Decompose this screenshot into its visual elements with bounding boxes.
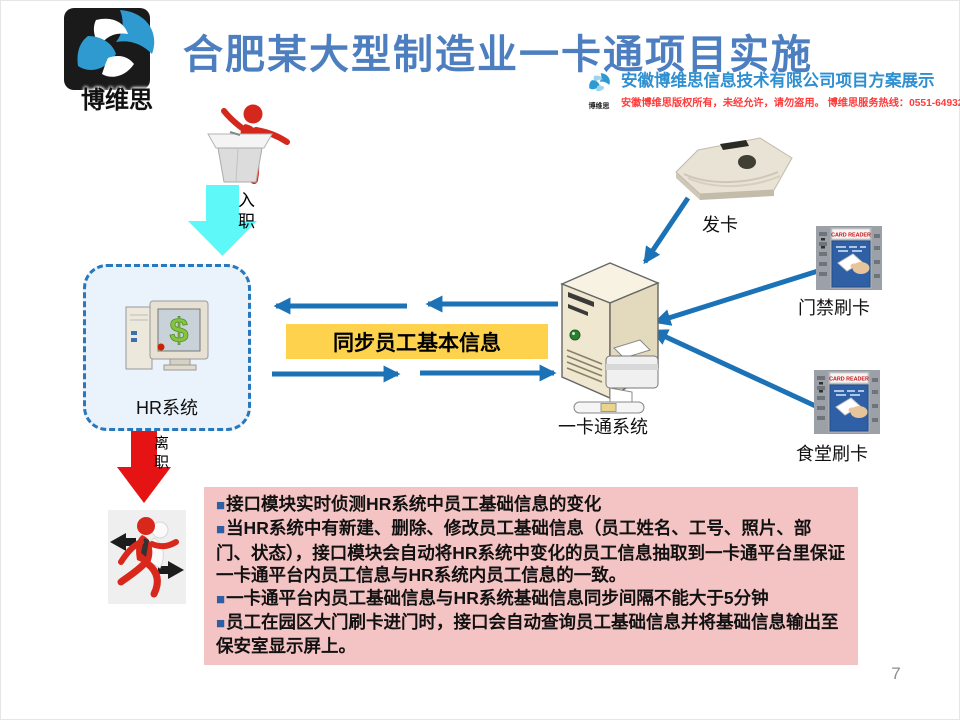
note-item: ■当HR系统中有新建、删除、修改员工基础信息（员工姓名、工号、照片、部门、状态）… <box>216 517 846 586</box>
leaving-employee-figure <box>108 510 186 609</box>
card-reader-icon: CARD READER <box>813 369 881 435</box>
card-issuer-device <box>670 136 796 209</box>
dollar-glyph: $ <box>170 312 189 350</box>
door-reader-arrow <box>653 268 819 326</box>
bullet-icon: ■ <box>216 615 226 633</box>
podium-speaker-icon <box>207 104 290 184</box>
note-text: 接口模块实时侦测HR系统中员工基础信息的变化 <box>226 494 602 514</box>
notes-box: ■接口模块实时侦测HR系统中员工基础信息的变化 ■当HR系统中有新建、删除、修改… <box>204 487 858 665</box>
credit-company-line: 安徽博维思信息技术有限公司项目方案展示 <box>621 72 935 90</box>
server-icon <box>560 262 660 414</box>
logo-text: 博维思 <box>81 87 153 114</box>
card-system-label: 一卡通系统 <box>558 417 648 437</box>
hr-system-label: HR系统 <box>136 398 198 418</box>
note-item: ■接口模块实时侦测HR系统中员工基础信息的变化 <box>216 493 846 517</box>
bullet-icon: ■ <box>216 590 226 608</box>
offboard-arrow: 离职 <box>117 431 171 503</box>
credit-logo-icon <box>589 73 610 92</box>
door-reader-device: CARD READER <box>815 225 883 295</box>
company-credit: 博维思 安徽博维思信息技术有限公司项目方案展示 安徽博维思版权所有，未经允许，请… <box>583 72 960 110</box>
company-logo: 博维思 <box>62 6 172 114</box>
note-text: 员工在园区大门刷卡进门时，接口会自动查询员工基础信息并将基础信息输出至保安室显示… <box>216 612 839 657</box>
issue-card-label: 发卡 <box>702 215 738 235</box>
down-arrow-cyan-icon <box>188 185 257 256</box>
sync-info-label: 同步员工基本信息 <box>286 324 548 359</box>
bullet-icon: ■ <box>216 521 226 539</box>
slide-title: 合肥某大型制造业一卡通项目实施 <box>183 33 813 77</box>
canteen-reader-device: CARD READER <box>813 369 881 439</box>
bullet-icon: ■ <box>216 497 226 514</box>
reader-title: CARD READER <box>829 377 869 383</box>
credit-text: 安徽博维思信息技术有限公司项目方案展示 安徽博维思版权所有，未经允许，请勿盗用。… <box>621 72 960 109</box>
new-employee-figure <box>190 102 305 189</box>
door-reader-label: 门禁刷卡 <box>798 298 870 318</box>
canteen-reader-arrow <box>650 328 824 412</box>
hr-computer-icon: $ <box>125 300 209 371</box>
card-reader-icon: CARD READER <box>815 225 883 291</box>
page-number: 7 <box>891 664 901 683</box>
onboard-label: 入职 <box>235 191 254 233</box>
running-person-icon <box>108 510 186 604</box>
offboard-label: 离职 <box>152 435 169 473</box>
logo-mark-icon <box>64 8 155 90</box>
canteen-reader-label: 食堂刷卡 <box>796 444 868 464</box>
hr-system-box: $ HR系统 <box>83 264 251 431</box>
card-issuer-icon <box>675 137 793 200</box>
card-system-server <box>552 256 667 419</box>
credit-logo-text: 博维思 <box>588 103 610 110</box>
note-item: ■一卡通平台内员工基础信息与HR系统基础信息同步间隔不能大于5分钟 <box>216 587 846 611</box>
credit-copyright-line: 安徽博维思版权所有，未经允许，请勿盗用。 博维思服务热线：0551-649328… <box>621 98 960 109</box>
credit-logo: 博维思 <box>583 72 615 110</box>
reader-title: CARD READER <box>831 233 871 239</box>
note-item: ■员工在园区大门刷卡进门时，接口会自动查询员工基础信息并将基础信息输出至保安室显… <box>216 611 846 658</box>
note-text: 一卡通平台内员工基础信息与HR系统基础信息同步间隔不能大于5分钟 <box>226 587 769 608</box>
note-text: 当HR系统中有新建、删除、修改员工基础信息（员工姓名、工号、照片、部门、状态），… <box>216 518 846 586</box>
onboard-arrow: 入职 <box>188 185 257 256</box>
down-arrow-red-icon <box>117 431 171 503</box>
